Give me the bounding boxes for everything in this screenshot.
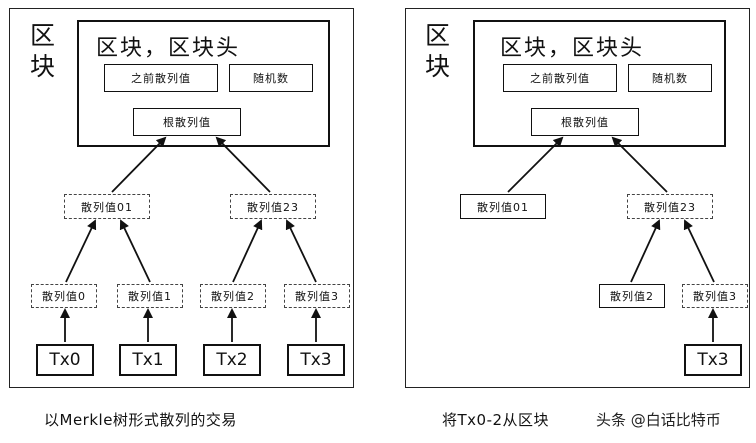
left-block-header-title: 区块，区块头 bbox=[96, 36, 241, 61]
left-nonce-box: 随机数 bbox=[229, 64, 313, 92]
left-arrow-h2-h23 bbox=[232, 219, 263, 283]
right-arrow-h2-h23 bbox=[630, 219, 661, 283]
left-hash3-box: 散列值3 bbox=[284, 284, 350, 308]
right-block-header-title: 区块，区块头 bbox=[500, 36, 645, 61]
left-arrow-h0-h01 bbox=[65, 219, 97, 283]
left-prev-hash-box: 之前散列值 bbox=[104, 64, 218, 92]
right-hash23-box: 散列值23 bbox=[627, 194, 713, 219]
left-tx2-box: Tx2 bbox=[203, 344, 261, 376]
left-hash2-box: 散列值2 bbox=[200, 284, 266, 308]
left-hash01-box: 散列值01 bbox=[64, 194, 150, 219]
right-hash2-box: 散列值2 bbox=[599, 284, 665, 308]
right-prev-hash-box: 之前散列值 bbox=[503, 64, 617, 92]
left-hash1-box: 散列值1 bbox=[117, 284, 183, 308]
left-arrow-h23-root bbox=[215, 136, 271, 193]
right-block-label: 区块 bbox=[425, 21, 451, 81]
left-hash0-box: 散列值0 bbox=[31, 284, 97, 308]
right-block-header bbox=[473, 20, 726, 147]
left-diagram-frame bbox=[9, 8, 354, 388]
left-root-hash-box: 根散列值 bbox=[133, 108, 241, 136]
right-hash01-box: 散列值01 bbox=[460, 194, 546, 219]
left-hash23-box: 散列值23 bbox=[230, 194, 316, 219]
right-arrow-h23-root bbox=[611, 136, 668, 193]
right-arrow-h3-h23 bbox=[683, 219, 715, 283]
left-arrow-h01-root bbox=[111, 136, 167, 193]
right-hash3-box: 散列值3 bbox=[682, 284, 748, 308]
left-block-header bbox=[77, 20, 330, 147]
right-nonce-box: 随机数 bbox=[628, 64, 712, 92]
left-caption: 以Merkle树形式散列的交易 bbox=[44, 411, 237, 429]
right-root-hash-box: 根散列值 bbox=[531, 108, 639, 136]
right-tx3-box: Tx3 bbox=[684, 344, 742, 376]
left-arrow-h1-h01 bbox=[119, 219, 151, 283]
left-tx3-box: Tx3 bbox=[287, 344, 345, 376]
watermark: 头条 @白话比特币 bbox=[594, 409, 723, 430]
left-block-label: 区块 bbox=[30, 21, 56, 81]
right-arrow-h01-root bbox=[507, 136, 564, 193]
right-caption: 将Tx0-2从区块 bbox=[442, 411, 550, 429]
left-tx0-box: Tx0 bbox=[36, 344, 94, 376]
left-tx1-box: Tx1 bbox=[119, 344, 177, 376]
right-diagram-frame bbox=[405, 8, 750, 388]
left-arrow-h3-h23 bbox=[285, 219, 317, 283]
